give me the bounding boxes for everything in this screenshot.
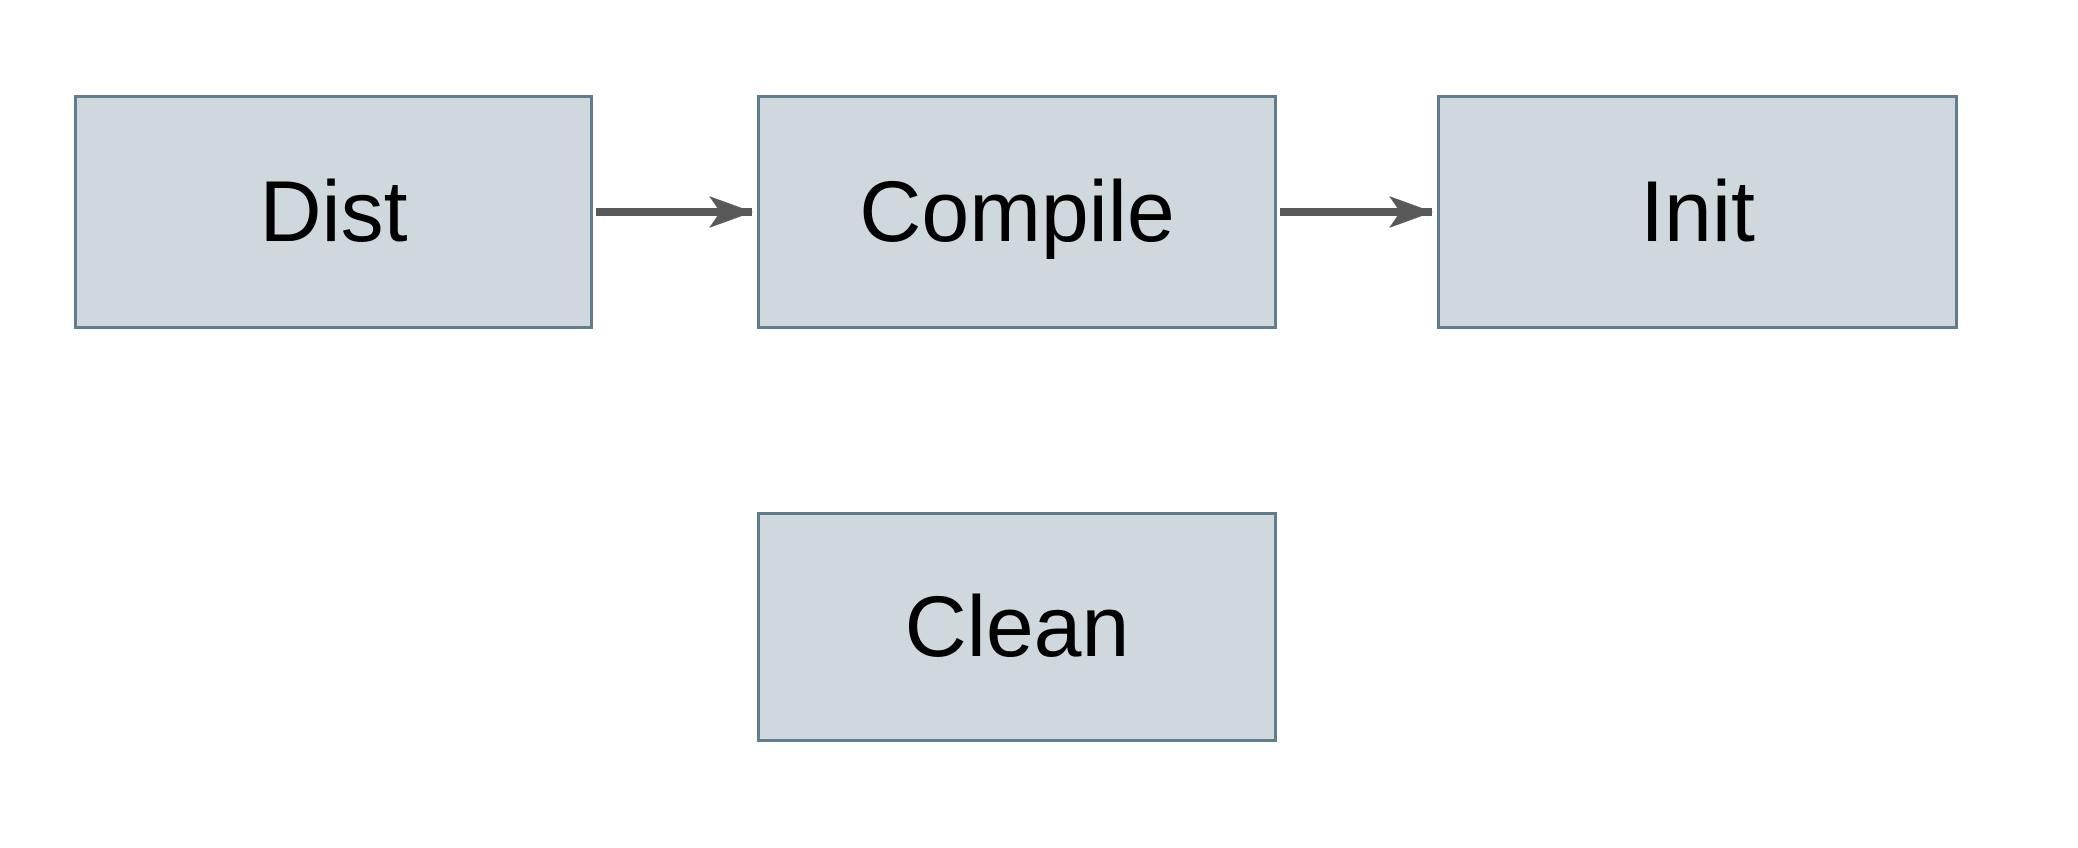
node-init[interactable]: Init — [1437, 95, 1958, 329]
node-compile-label: Compile — [859, 164, 1175, 260]
node-clean-label: Clean — [904, 579, 1130, 675]
node-init-label: Init — [1640, 164, 1755, 260]
node-dist-label: Dist — [259, 164, 408, 260]
node-clean[interactable]: Clean — [757, 512, 1277, 742]
node-dist[interactable]: Dist — [74, 95, 593, 329]
node-compile[interactable]: Compile — [757, 95, 1277, 329]
